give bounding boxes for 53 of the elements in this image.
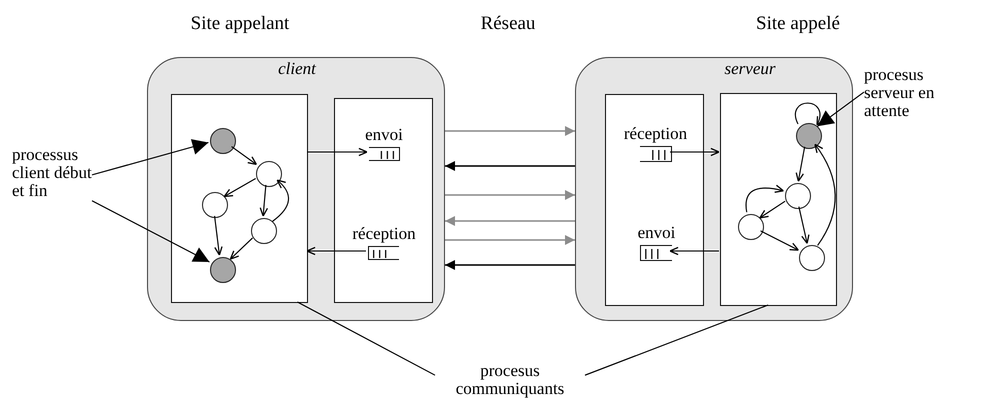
arrow — [445, 161, 575, 171]
arrow — [92, 139, 209, 176]
state-circle — [738, 214, 764, 240]
arrow — [669, 246, 719, 256]
arrow — [445, 216, 575, 226]
column-heading: Réseau — [480, 14, 536, 34]
process-panel — [720, 93, 837, 306]
arrow — [445, 190, 575, 200]
callout-text: procesus communiquants — [435, 362, 585, 398]
queue-label: envoi — [365, 126, 403, 144]
arrow — [231, 146, 258, 166]
arrow — [817, 92, 864, 127]
arrow — [445, 126, 575, 136]
arrow — [307, 148, 368, 156]
container-label: client — [277, 60, 318, 78]
state-circle — [799, 245, 825, 271]
container-label: serveur — [724, 60, 776, 78]
state-circle — [796, 123, 822, 149]
queue-label: réception — [624, 125, 688, 143]
arrow — [670, 148, 720, 156]
arrow — [214, 216, 223, 256]
arrow — [760, 230, 800, 251]
callout-text: processus client début et fin — [12, 146, 92, 200]
arrow — [260, 184, 268, 217]
arrow — [272, 180, 289, 222]
state-circle — [256, 161, 282, 187]
arrow — [814, 144, 836, 246]
leader-line — [297, 302, 436, 376]
callout-text: procesus serveur en attente — [864, 66, 950, 120]
arrow — [445, 260, 575, 270]
site-container — [575, 57, 853, 321]
site-container — [147, 57, 445, 321]
arrow — [746, 184, 784, 212]
arrow — [224, 178, 256, 198]
state-circle — [785, 183, 811, 209]
arrow — [306, 246, 366, 256]
queue-label: envoi — [638, 224, 676, 242]
queue-label: réception — [352, 225, 416, 243]
column-heading: Site appelant — [190, 14, 290, 34]
state-circle — [210, 128, 236, 154]
state-circle — [210, 257, 236, 283]
process-panel — [605, 94, 704, 306]
arrow — [92, 200, 210, 262]
arrow — [798, 206, 810, 244]
process-panel — [171, 94, 308, 303]
arrow — [759, 200, 786, 218]
state-circle — [251, 218, 277, 244]
state-circle — [202, 192, 228, 218]
process-panel — [334, 98, 433, 303]
arrow — [445, 235, 575, 245]
column-heading: Site appelé — [756, 14, 840, 34]
arrow — [796, 146, 806, 182]
arrow — [230, 238, 253, 260]
